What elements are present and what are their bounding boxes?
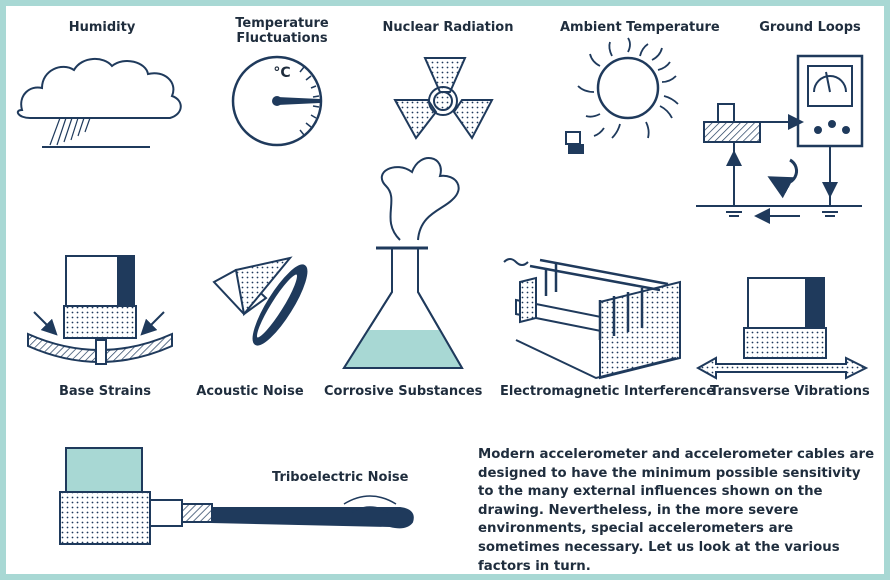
sun-icon [565,37,679,154]
label-nuclear-radiation: Nuclear Radiation [382,20,514,35]
label-transverse-vibrations: Transverse Vibrations [710,384,870,399]
humidity-cloud-icon [16,58,182,148]
emi-coil-icon [503,258,681,380]
radiation-icon [393,57,494,140]
transverse-vibration-icon [695,277,869,380]
label-ambient-temperature: Ambient Temperature [560,20,720,35]
triboelectric-sensor-icon [59,447,414,545]
label-corrosive-substances: Corrosive Substances [324,384,483,399]
thermometer-dial-icon [231,55,323,147]
label-temperature-fluctuations: Temperature Fluctuations [235,16,329,46]
speaker-icon [212,256,308,346]
base-strains-icon [27,255,173,365]
ground-loops-icon [696,54,864,224]
label-base-strains: Base Strains [59,384,151,399]
description-paragraph: Modern accelerometer and accelerometer c… [478,447,875,574]
label-humidity: Humidity [68,20,136,35]
label-acoustic-noise: Acoustic Noise [196,384,304,399]
label-ground-loops: Ground Loops [759,20,861,35]
thermometer-unit: °C [273,65,291,81]
label-electromagnetic-interference: Electromagnetic Interference [500,384,716,399]
label-triboelectric-noise: Triboelectric Noise [272,470,409,485]
flask-icon [342,157,464,369]
